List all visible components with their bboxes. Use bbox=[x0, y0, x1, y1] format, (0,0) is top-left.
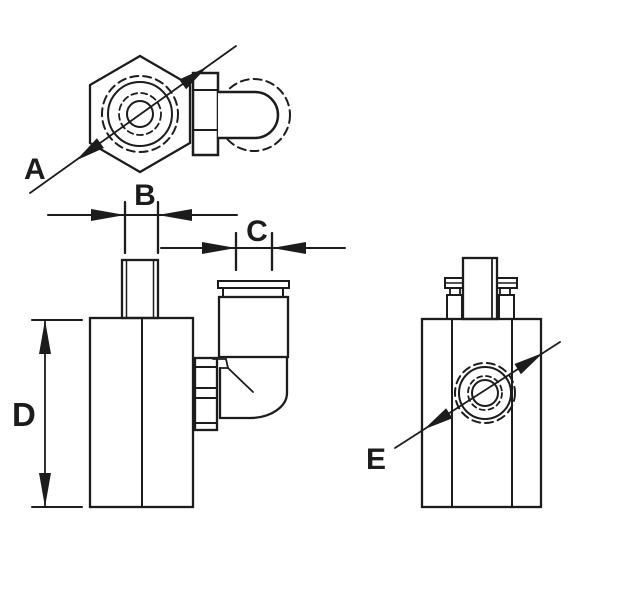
front-view-fitting: B C bbox=[12, 179, 346, 509]
fitting-cap-body bbox=[217, 295, 290, 359]
dimension-d: D bbox=[12, 319, 83, 508]
side-port-dashed-circle-outer bbox=[454, 362, 516, 424]
swivel-nut bbox=[193, 356, 219, 432]
ink-color-group: A B C bbox=[12, 45, 561, 509]
dimension-e-arrowhead-upper bbox=[514, 352, 543, 375]
dimension-a-arrowhead-lower bbox=[76, 138, 104, 161]
dimension-e-arrowhead-lower bbox=[424, 408, 453, 430]
dimension-c-label: C bbox=[246, 215, 268, 248]
dimension-b-label: B bbox=[134, 179, 156, 212]
side-port-bore-circle bbox=[471, 379, 499, 407]
dimension-c-arrowhead-left bbox=[202, 242, 236, 254]
side-view-fitting: E bbox=[366, 256, 561, 509]
dimension-c: C bbox=[160, 215, 346, 272]
port-circle bbox=[107, 81, 173, 147]
elbow-body-outline bbox=[218, 356, 289, 420]
dimension-d-label: D bbox=[12, 396, 36, 433]
thread-dashed-circle-inner bbox=[118, 92, 162, 136]
tube-socket-horseshoe bbox=[216, 90, 280, 140]
dimension-a-arrowhead-upper bbox=[179, 67, 207, 90]
elbow-step-notch bbox=[212, 358, 230, 369]
dimension-b-arrowhead-left bbox=[91, 209, 125, 221]
thread-dashed-circle-outer bbox=[101, 75, 179, 153]
side-port-circle bbox=[458, 366, 512, 420]
dimension-a-label: A bbox=[24, 153, 46, 186]
dimension-d-arrowhead-down bbox=[39, 473, 51, 507]
elbow-fitting bbox=[212, 280, 290, 420]
dimension-b: B bbox=[47, 179, 238, 255]
flange-block-left bbox=[446, 294, 463, 320]
dimension-e: E bbox=[366, 341, 561, 476]
dimension-e-label: E bbox=[366, 443, 386, 476]
dimension-b-arrowhead-right bbox=[158, 209, 192, 221]
side-port-dashed-circle-inner bbox=[467, 375, 503, 411]
elbow-inner-chamfer-line bbox=[227, 367, 254, 393]
elbow-collar-band bbox=[191, 71, 220, 157]
flange-block-right bbox=[498, 294, 515, 320]
line-work-group: A B C bbox=[12, 45, 561, 509]
top-view-fitting: A bbox=[24, 45, 291, 194]
dimension-a: A bbox=[24, 45, 237, 194]
dimension-d-arrowhead-up bbox=[39, 320, 51, 354]
dimension-c-arrowhead-right bbox=[272, 242, 306, 254]
bore-circle bbox=[126, 100, 154, 128]
